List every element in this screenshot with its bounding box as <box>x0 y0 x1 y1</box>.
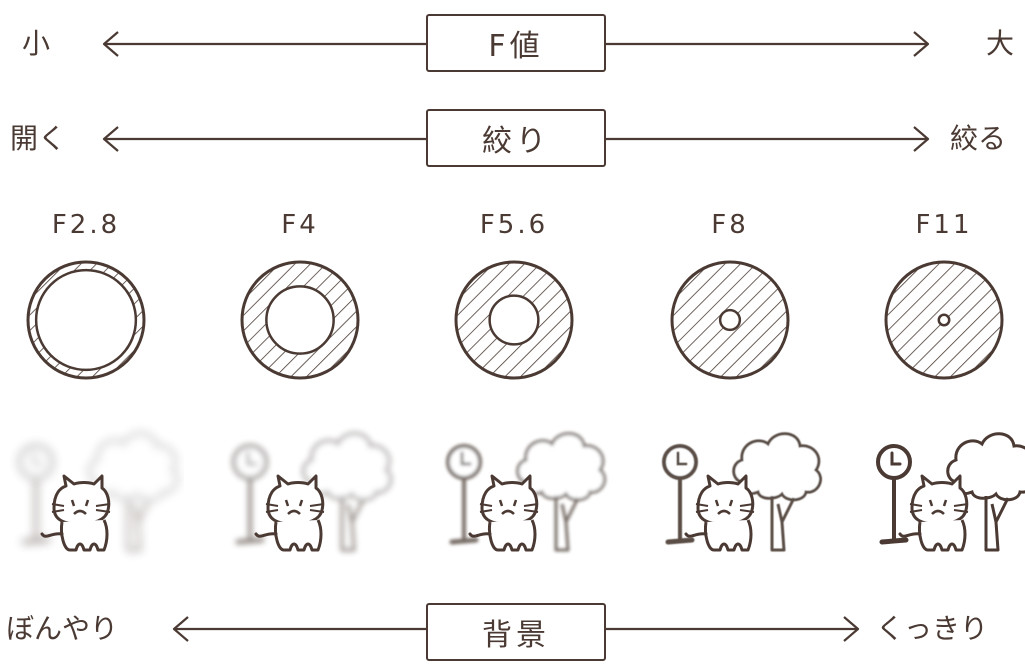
background-scene-illustration <box>662 432 822 552</box>
fvalue-arrow <box>102 31 930 57</box>
cat-icon <box>254 474 325 552</box>
fvalue-small-label: 小 <box>22 27 51 60</box>
fstop-label: F2.8 <box>51 210 121 240</box>
aperture-opening <box>488 294 540 346</box>
background-scene-illustration <box>876 432 1025 552</box>
background-blurry-label: ぼんやり <box>6 612 119 645</box>
aperture-close-label: 絞る <box>950 122 1007 155</box>
aperture-opening <box>937 313 951 327</box>
tree-icon <box>302 432 392 552</box>
fstop-label: F11 <box>915 210 973 240</box>
aperture-arrow <box>102 126 930 152</box>
aperture-diagram <box>26 260 146 380</box>
background-row: ぼんやり 背景 くっきり <box>0 595 1025 665</box>
clock-icon <box>18 444 54 545</box>
tree-icon <box>88 432 178 552</box>
aperture-diagram <box>454 260 574 380</box>
aperture-title: 絞り <box>426 109 606 167</box>
clock-icon <box>446 444 482 545</box>
fstop-label: F5.6 <box>479 210 549 240</box>
background-scene-illustration <box>446 432 606 552</box>
tree-icon <box>946 432 1025 552</box>
cat-icon <box>898 474 969 552</box>
cat-icon <box>684 474 755 552</box>
aperture-diagram <box>670 260 790 380</box>
fvalue-large-label: 大 <box>986 27 1015 60</box>
background-scene-illustration <box>232 432 392 552</box>
fstop-label: F4 <box>281 210 319 240</box>
clock-icon <box>876 444 912 545</box>
background-arrow <box>172 616 860 642</box>
tree-icon <box>732 432 822 552</box>
background-scene-illustration <box>18 432 178 552</box>
background-title: 背景 <box>426 603 606 661</box>
cat-icon <box>40 474 111 552</box>
aperture-diagram <box>240 260 360 380</box>
fstop-label: F8 <box>711 210 749 240</box>
aperture-diagram <box>884 260 1004 380</box>
aperture-opening <box>34 268 138 372</box>
tree-icon <box>516 432 606 552</box>
aperture-opening <box>718 308 742 332</box>
clock-icon <box>662 444 698 545</box>
fvalue-title: F値 <box>426 14 606 72</box>
aperture-row: 開く 絞り 絞る <box>0 105 1025 175</box>
clock-icon <box>232 444 268 545</box>
fvalue-row: 小 F値 大 <box>0 10 1025 80</box>
background-sharp-label: くっきり <box>876 612 989 645</box>
cat-icon <box>468 474 539 552</box>
aperture-open-label: 開く <box>10 122 67 155</box>
aperture-opening <box>265 285 335 355</box>
